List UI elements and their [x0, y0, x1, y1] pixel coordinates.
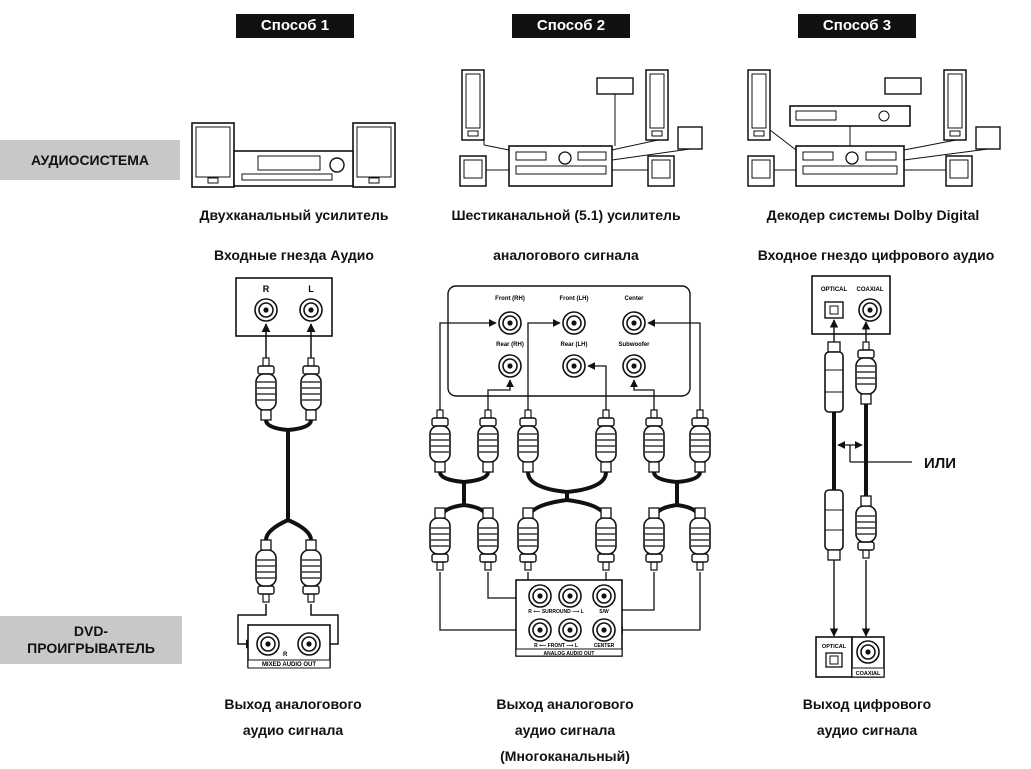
jack-label-center: Center	[624, 296, 644, 302]
method-1-output-caption: Выход аналогового аудио сигнала	[178, 691, 408, 743]
method-3-caption: Декодер системы Dolby Digital	[766, 207, 980, 223]
method-3-output-caption: Выход цифрового аудио сигнала	[752, 691, 982, 743]
player-label-mixed-audio-out: MIXED AUDIO OUT	[262, 662, 316, 668]
method-1-cable	[255, 357, 322, 603]
jack-label-coaxial: COAXIAL	[857, 287, 884, 293]
player-label-analog-audio-out: ANALOG AUDIO OUT	[544, 651, 595, 657]
jack-label-l: L	[308, 284, 314, 294]
method-2-subcaption: аналогового сигнала	[493, 247, 639, 263]
jack-label-rear-rh: Rear (RH)	[496, 342, 524, 348]
method-3-cables	[824, 319, 912, 637]
player-label-surround: R ⟵ SURROUND ⟶ L	[528, 609, 583, 615]
dvd-player-text-line2: ПРОИГРЫВАТЕЛЬ	[27, 640, 155, 656]
method-2-output-caption: Выход аналогового аудио сигнала (Многока…	[450, 691, 680, 769]
method-3-player-output-panel: OPTICAL COAXIAL	[815, 636, 885, 678]
player-label-center: CENTER	[594, 643, 615, 649]
or-label: ИЛИ	[924, 455, 957, 472]
method-1-output-line2: аудио сигнала	[242, 722, 344, 738]
method-1-output-line1: Выход аналогового	[224, 696, 362, 712]
method-3-decoder-input-panel: OPTICAL COAXIAL	[811, 275, 891, 335]
method-1-banner: Способ 1	[236, 14, 354, 38]
method-2-player-output-panel: R ⟵ SURROUND ⟶ L S/W R ⟵ FRONT ⟶ L CENTE…	[515, 579, 623, 657]
surround-amplifier-illustration	[459, 69, 703, 187]
method-3-banner: Способ 3	[798, 14, 916, 38]
audio-system-text: АУДИОСИСТЕМА	[30, 151, 150, 168]
method-2-banner: Способ 2	[512, 14, 630, 38]
method-3-subcaption: Входное гнездо цифрового аудио	[757, 247, 995, 263]
jack-label-optical: OPTICAL	[821, 287, 848, 293]
stereo-system-illustration	[191, 122, 396, 188]
player-label-optical: OPTICAL	[822, 644, 847, 650]
method-2-caption: Шестиканальной (5.1) усилитель	[451, 207, 681, 223]
method-1-player-output-panel: R MIXED AUDIO OUT	[247, 624, 331, 669]
jack-label-rear-lh: Rear (LH)	[560, 342, 587, 348]
method-2-amp-input-panel: Front (RH) Front (LH) Center Rear (RH) R…	[447, 285, 691, 397]
player-label-r: R	[283, 652, 288, 658]
method-2-output-line2: аудио сигнала	[514, 722, 616, 738]
audio-system-label: АУДИОСИСТЕМА	[0, 140, 180, 180]
dolby-decoder-illustration	[747, 69, 1001, 187]
method-2-output-line3: (Многоканальный)	[500, 748, 630, 764]
method-2-output-line1: Выход аналогового	[496, 696, 634, 712]
method-1-caption: Двухканальный усилитель	[199, 207, 389, 223]
jack-label-front-rh: Front (RH)	[495, 296, 525, 302]
jack-label-front-lh: Front (LH)	[560, 296, 589, 302]
jack-label-r: R	[263, 284, 270, 294]
method-1-amp-input-panel: R L	[235, 277, 333, 337]
player-label-front: R ⟵ FRONT ⟶ L	[534, 643, 578, 649]
dvd-player-text-line1: DVD-	[73, 623, 109, 639]
jack-label-subwoofer: Subwoofer	[619, 342, 651, 348]
method-3-output-line2: аудио сигнала	[816, 722, 918, 738]
player-label-coaxial: COAXIAL	[856, 671, 881, 677]
method-2-cables	[429, 409, 711, 571]
dvd-player-label: DVD- ПРОИГРЫВАТЕЛЬ	[0, 616, 182, 664]
method-1-subcaption: Входные гнезда Аудио	[214, 247, 374, 263]
player-label-sw: S/W	[599, 609, 609, 615]
method-3-output-line1: Выход цифрового	[802, 696, 932, 712]
